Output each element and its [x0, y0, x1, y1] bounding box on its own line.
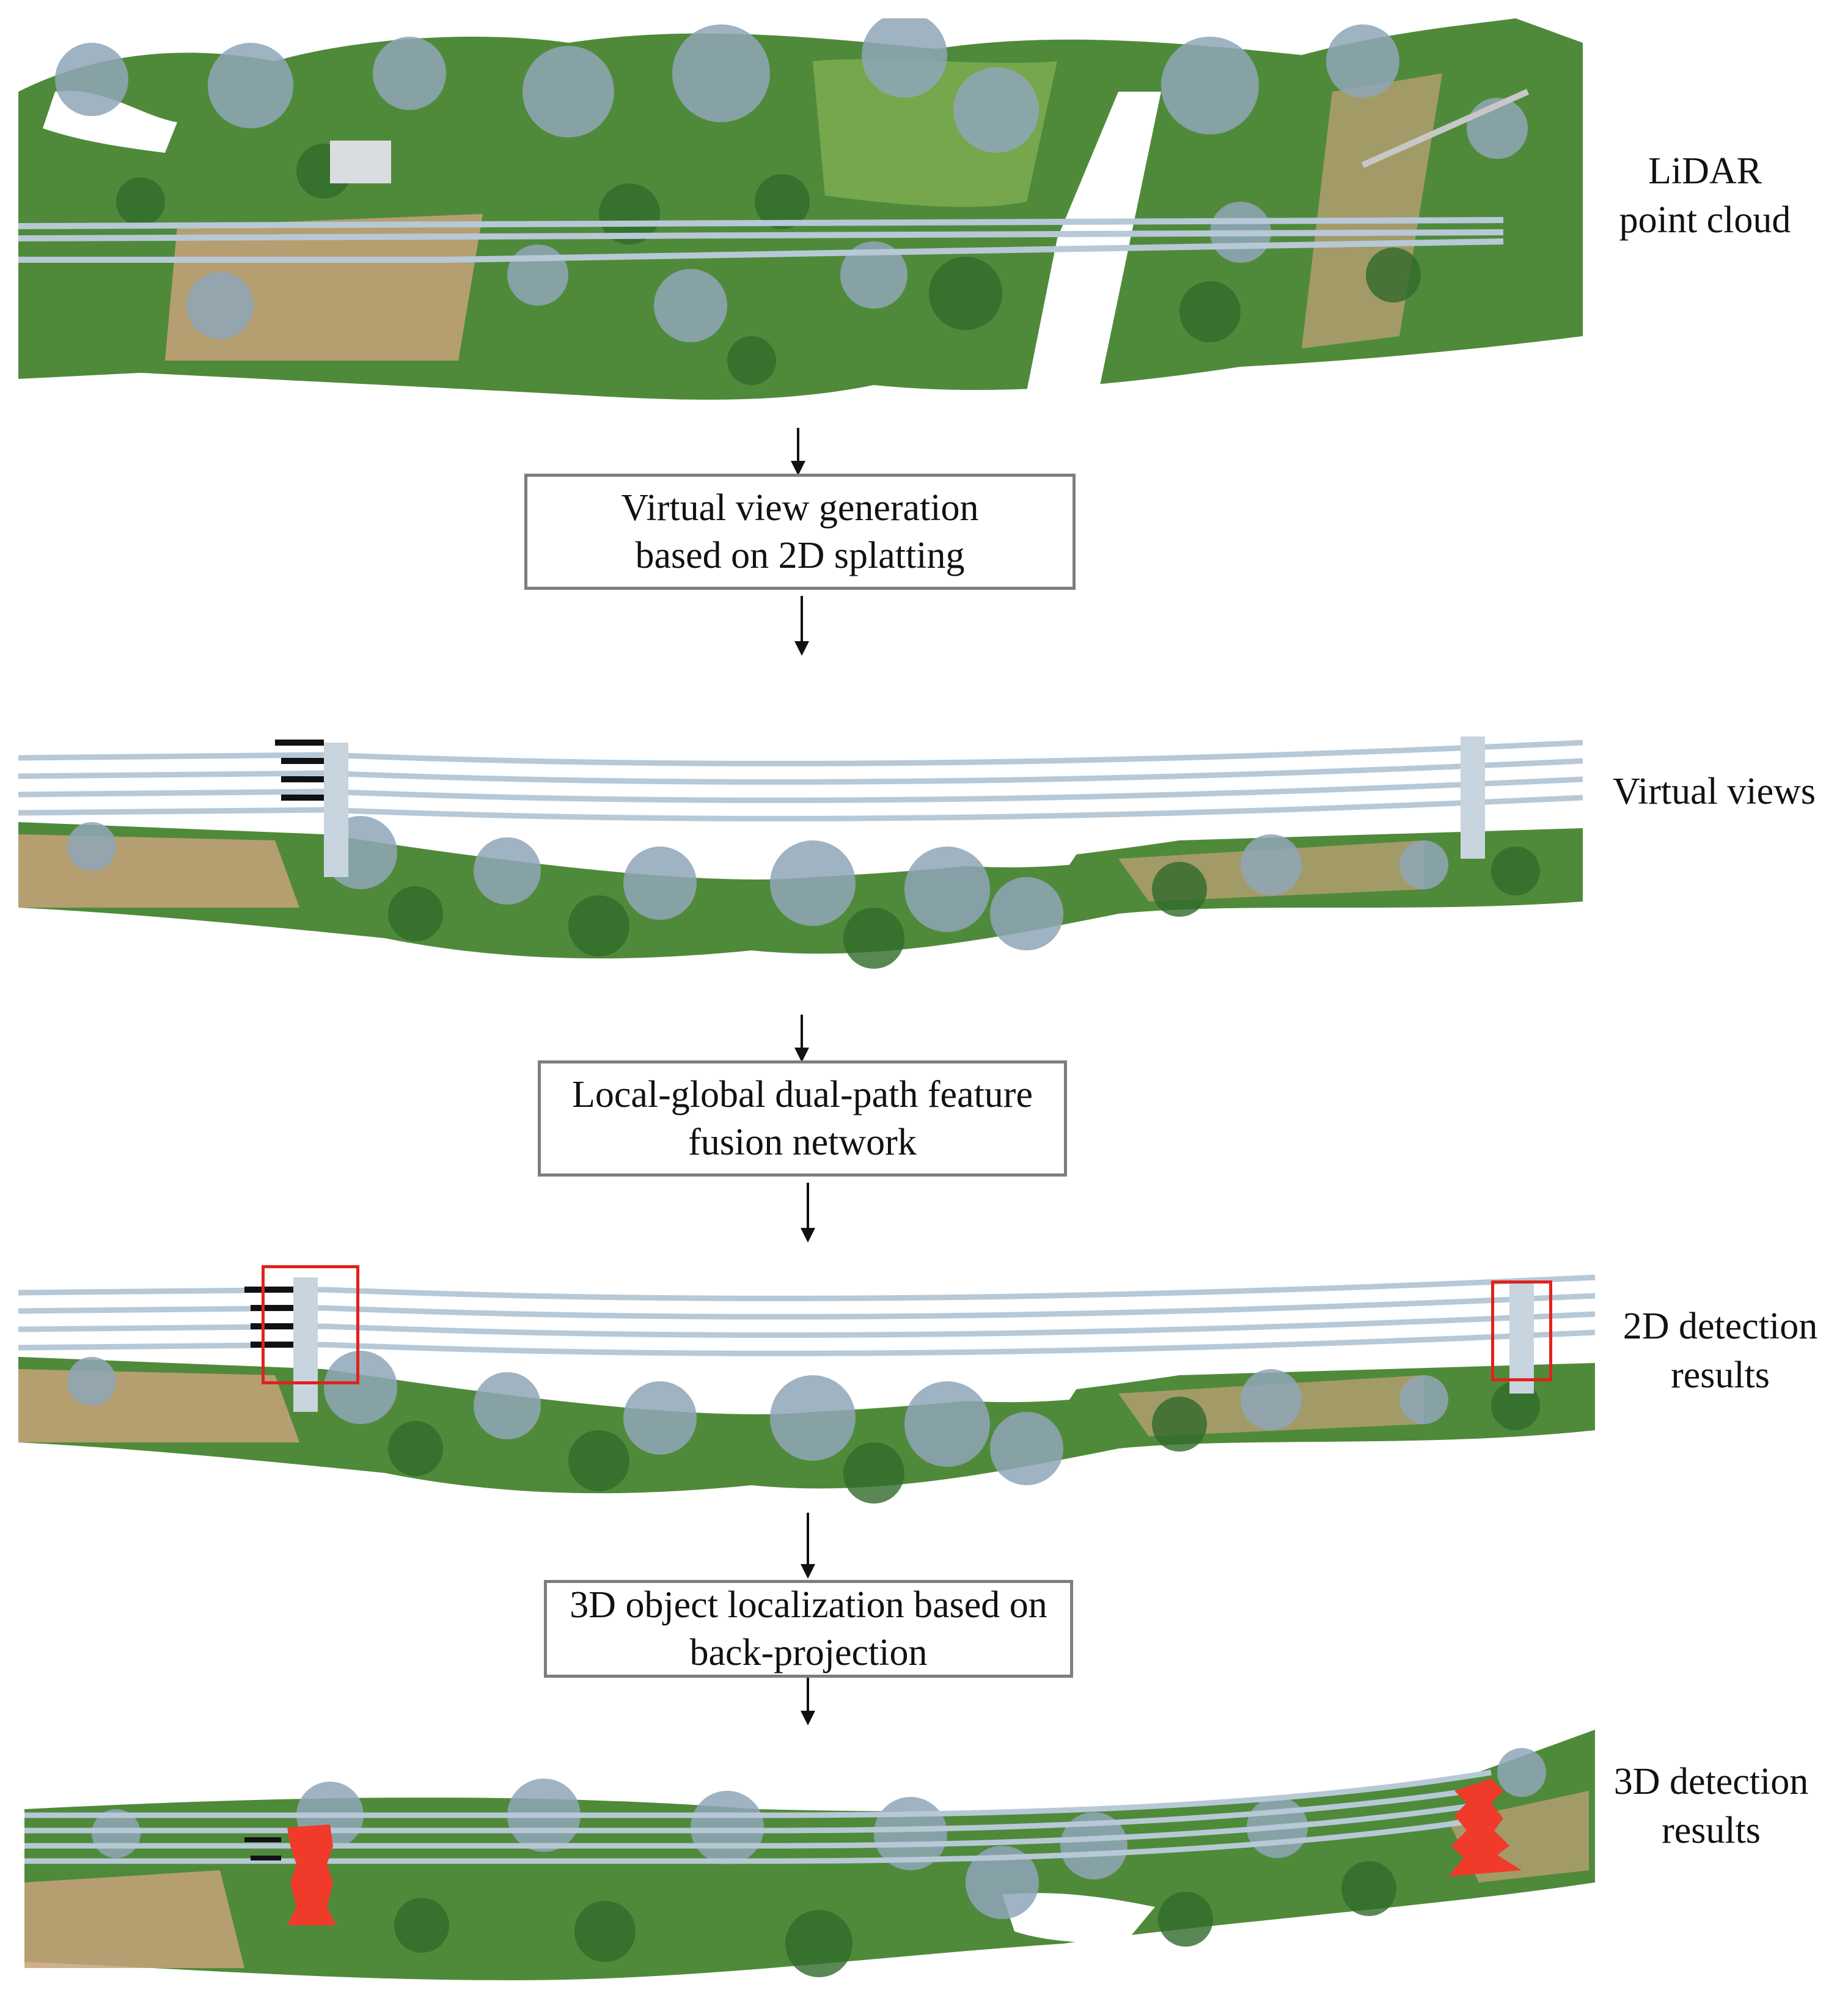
detected-tower-right-icon: [1448, 1779, 1522, 1876]
detection-box-left: [262, 1265, 359, 1384]
detection-2d-label: 2D detection results: [1623, 1306, 1818, 1396]
virtual-views-image: [18, 730, 1583, 975]
virtual-views-label: Virtual views: [1612, 771, 1816, 812]
arrow-down: [783, 596, 820, 657]
arrow-down: [780, 428, 816, 477]
lidar-point-cloud-image: [18, 18, 1583, 410]
arrow-down: [783, 1015, 820, 1063]
detection-box-right: [1491, 1280, 1552, 1381]
arrow-down: [790, 1183, 826, 1244]
detected-tower-left-icon: [287, 1824, 336, 1925]
arrow-down: [790, 1513, 826, 1580]
step-3d-localization: 3D object localization based on back-pro…: [544, 1580, 1073, 1678]
arrow-down: [790, 1678, 826, 1727]
step-virtual-view-generation: Virtual view generation based on 2D spla…: [524, 474, 1076, 590]
lidar-point-cloud-label: LiDAR point cloud: [1619, 150, 1791, 241]
detection-2d-image: [18, 1265, 1595, 1510]
detection-3d-image: [24, 1724, 1595, 1992]
detection-3d-label: 3D detection results: [1613, 1761, 1809, 1851]
step-feature-fusion-network: Local-global dual-path feature fusion ne…: [538, 1060, 1067, 1177]
